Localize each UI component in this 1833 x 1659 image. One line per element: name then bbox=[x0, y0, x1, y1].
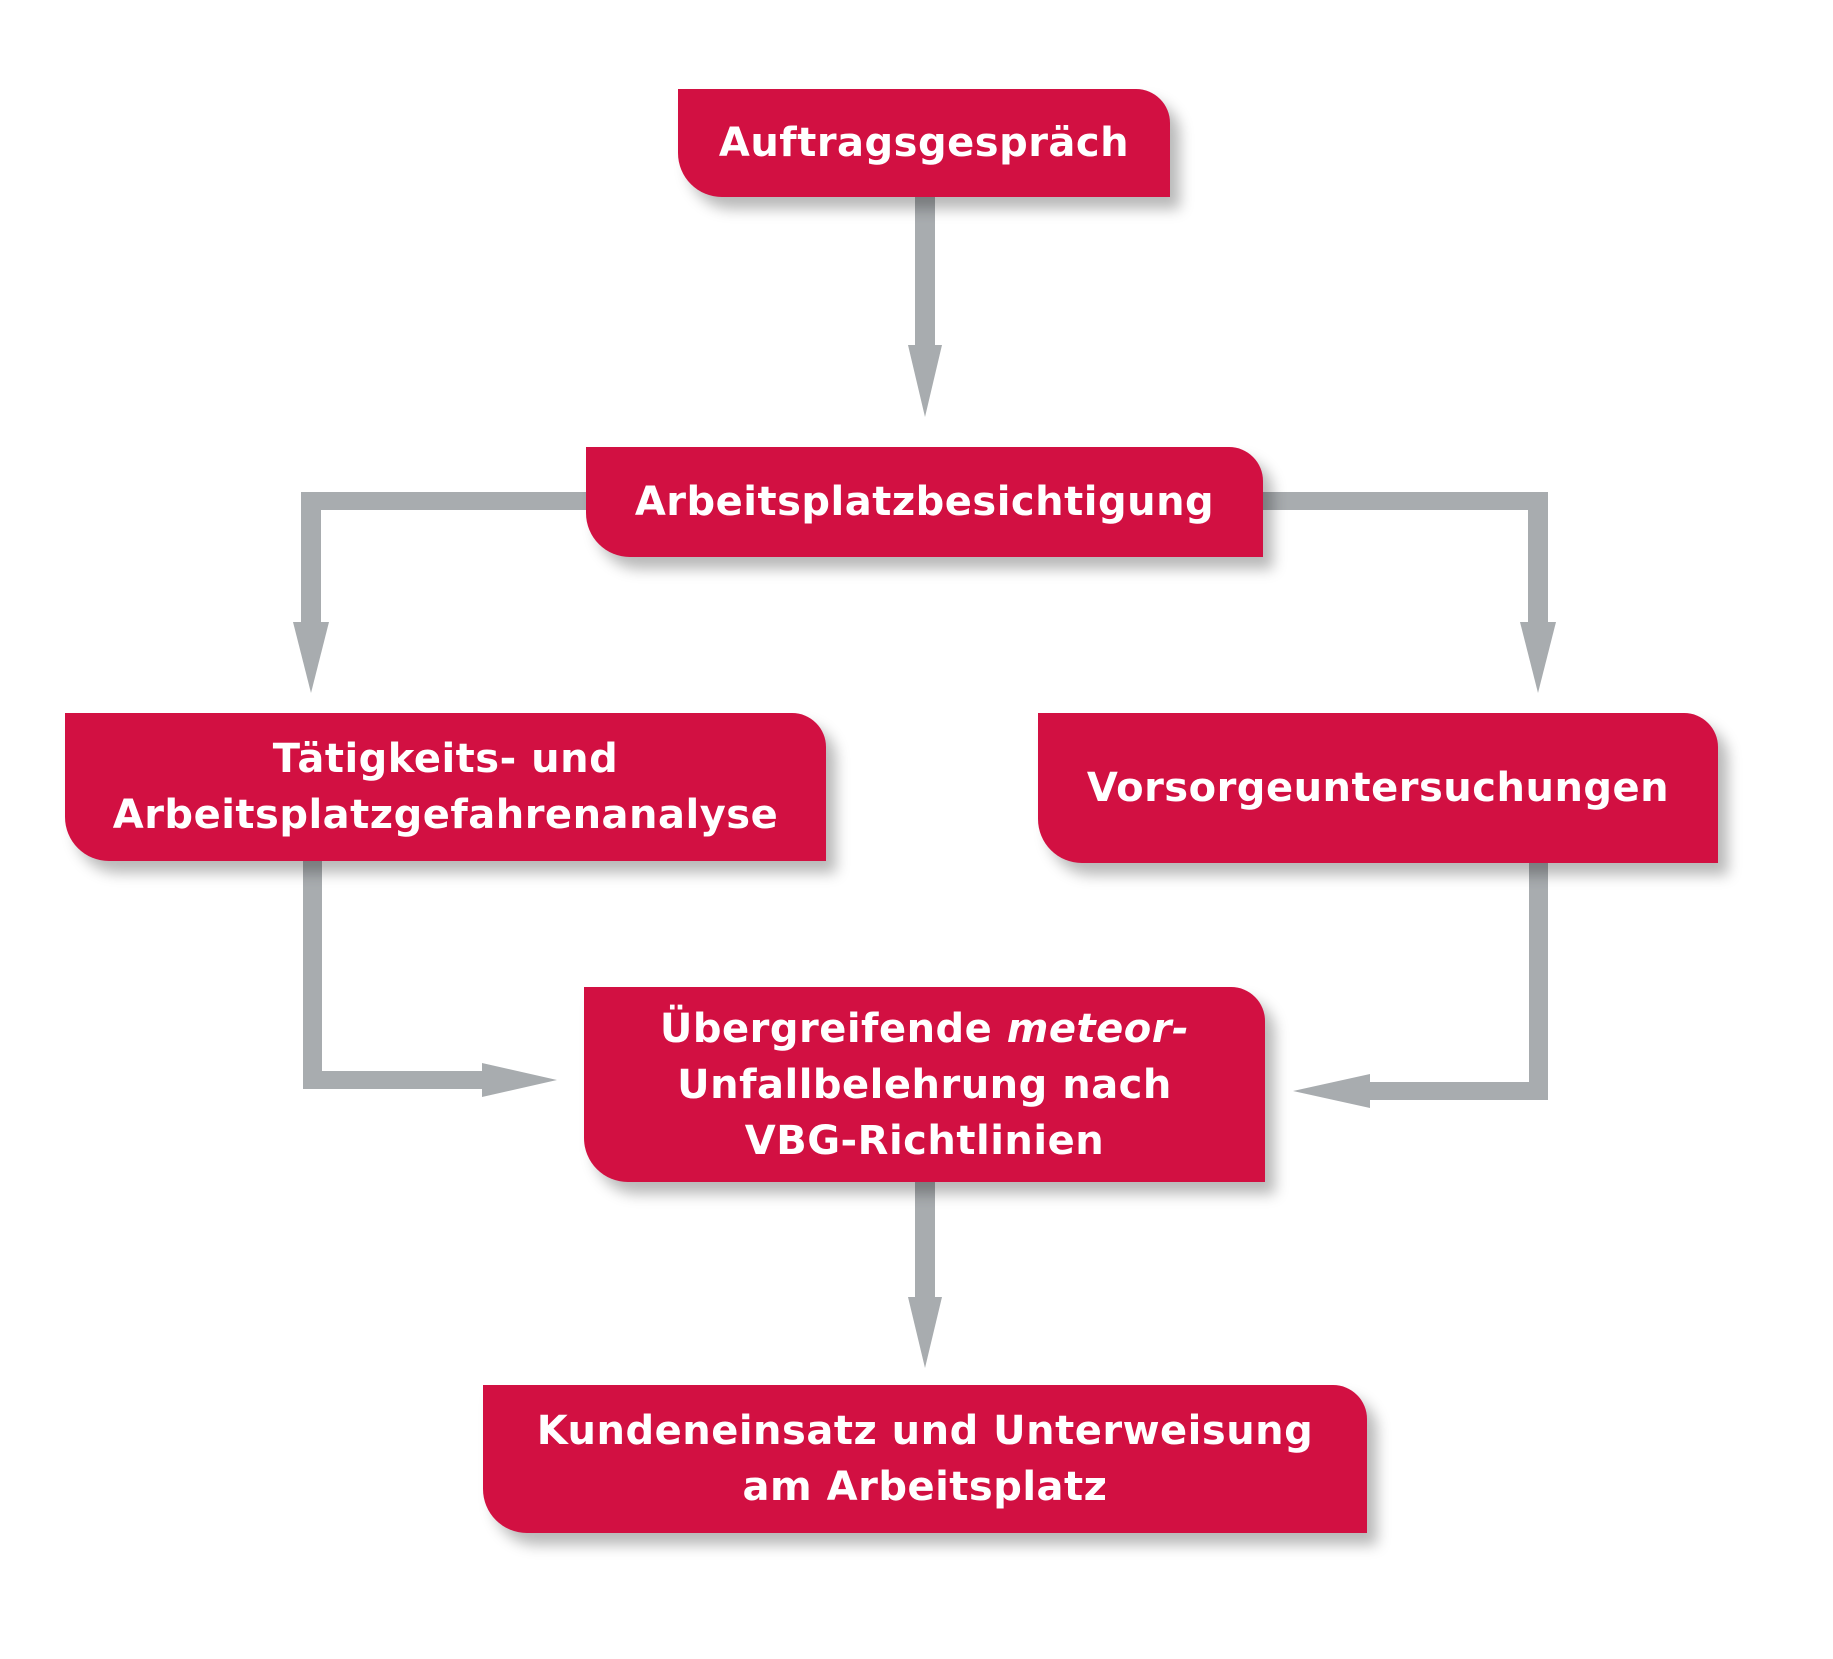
node-label: Vorsorgeuntersuchungen bbox=[1086, 765, 1670, 811]
arrow-vorsorge-to-belehrung bbox=[1293, 863, 1548, 1108]
node-label-line-2: Arbeitsplatzgefahrenanalyse bbox=[112, 792, 779, 838]
arrow-auftrag-to-besichtigung bbox=[908, 197, 942, 417]
node-label-line-2: am Arbeitsplatz bbox=[742, 1464, 1108, 1510]
node-label: Arbeitsplatzbesichtigung bbox=[634, 479, 1215, 525]
node-unfallbelehrung: Übergreifende meteor- Unfallbelehrung na… bbox=[584, 987, 1265, 1182]
arrow-besichtigung-to-analyse bbox=[293, 492, 586, 693]
arrow-besichtigung-to-vorsorge bbox=[1263, 492, 1556, 693]
node-label-line-1: Kundeneinsatz und Unterweisung bbox=[536, 1408, 1314, 1454]
node-auftragsgespraech: Auftragsgespräch bbox=[678, 89, 1170, 197]
node-gefahrenanalyse: Tätigkeits- und Arbeitsplatzgefahrenanal… bbox=[65, 713, 826, 861]
arrow-belehrung-to-einsatz bbox=[908, 1182, 942, 1368]
node-kundeneinsatz: Kundeneinsatz und Unterweisung am Arbeit… bbox=[483, 1385, 1367, 1533]
brand-italic: meteor- bbox=[1006, 1005, 1190, 1052]
node-label-line-1: Tätigkeits- und bbox=[272, 736, 619, 782]
node-label: Auftragsgespräch bbox=[718, 120, 1130, 166]
node-arbeitsplatzbesichtigung: Arbeitsplatzbesichtigung bbox=[586, 447, 1263, 557]
node-vorsorgeuntersuchungen: Vorsorgeuntersuchungen bbox=[1038, 713, 1718, 863]
node-label-line-1: Übergreifende meteor- bbox=[659, 1005, 1190, 1052]
arrow-analyse-to-belehrung bbox=[303, 861, 557, 1097]
node-label-line-3: VBG-Richtlinien bbox=[744, 1117, 1105, 1164]
node-label-line-2: Unfallbelehrung nach bbox=[677, 1061, 1172, 1108]
